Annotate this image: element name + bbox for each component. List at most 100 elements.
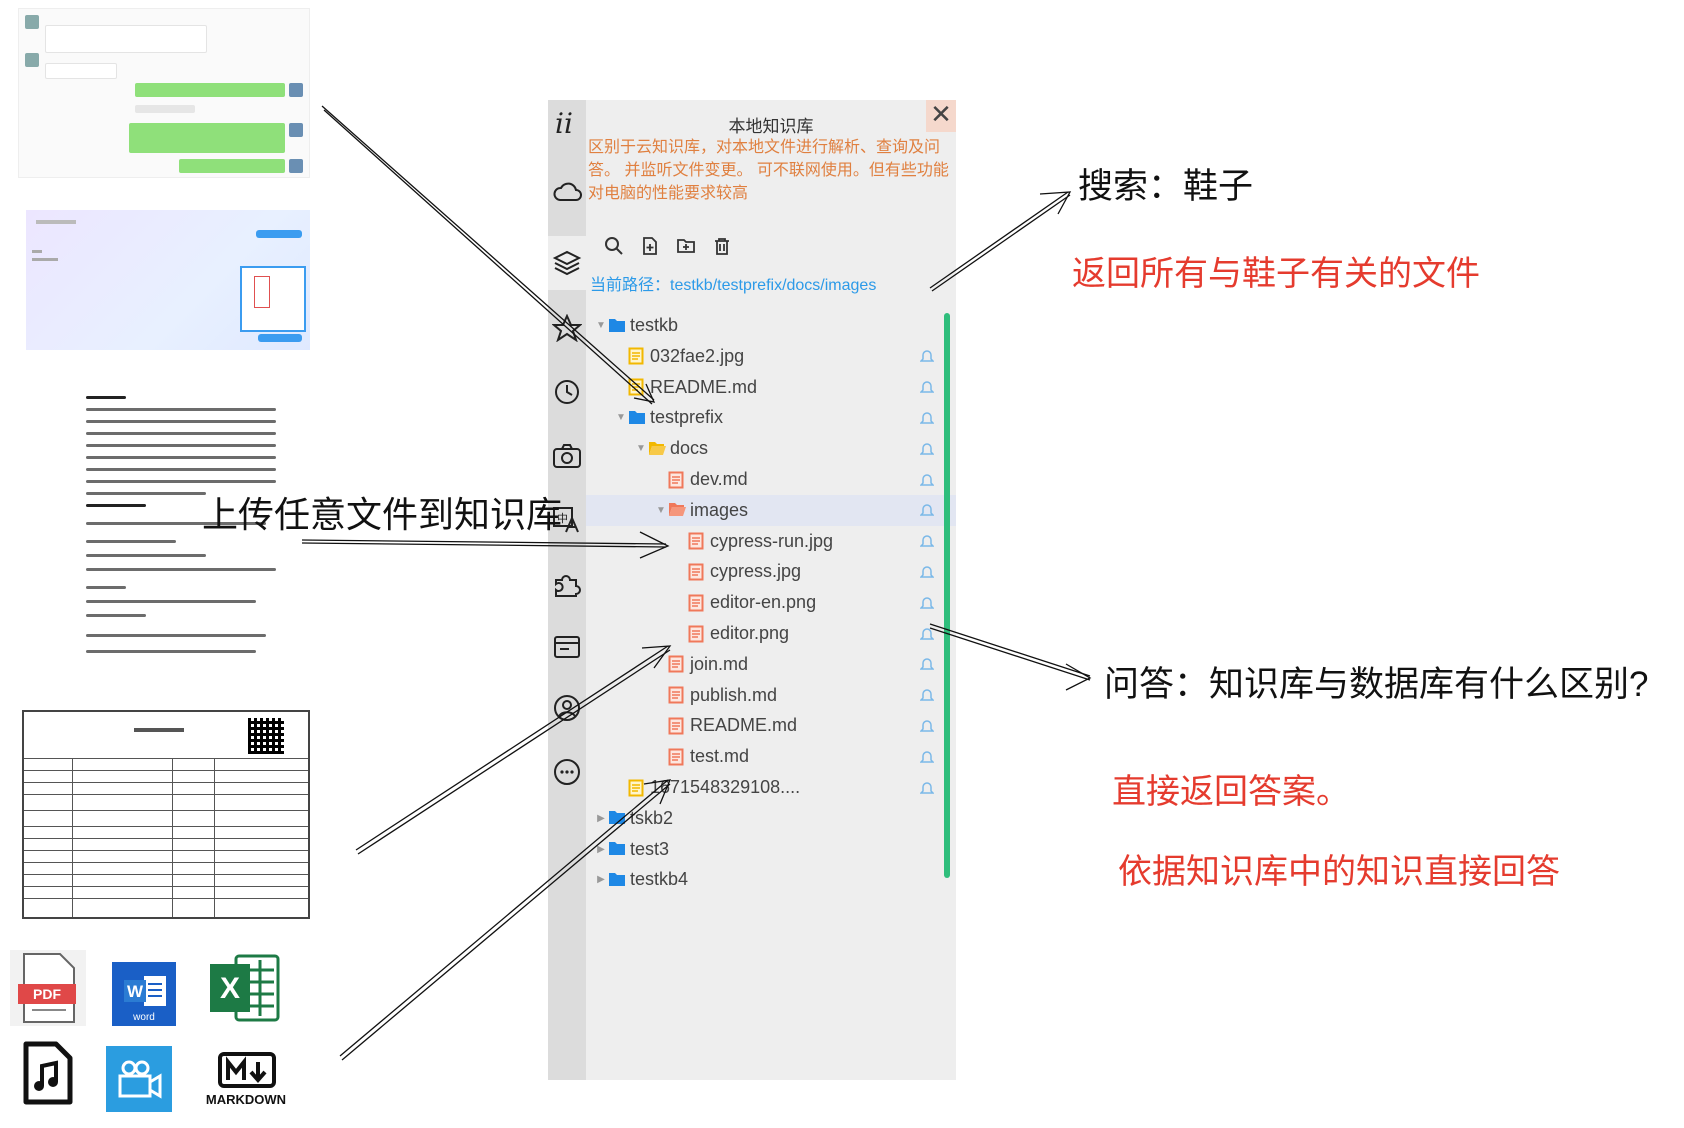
watch-bell-icon[interactable] [919, 564, 935, 580]
caret-right-icon[interactable]: ▶ [597, 812, 605, 824]
more-icon[interactable] [548, 752, 586, 792]
cloud-icon[interactable] [548, 172, 586, 212]
logo-icon[interactable]: ii [548, 104, 586, 144]
tree-node-label: README.md [690, 715, 798, 736]
tree-node-label: docs [670, 438, 709, 459]
file-icon [628, 779, 646, 797]
caret-right-icon[interactable]: ▶ [597, 874, 605, 886]
caret-down-icon[interactable]: ▼ [636, 443, 646, 455]
folder-open-icon [668, 501, 686, 519]
tree-node-label: cypress.jpg [710, 561, 802, 582]
clock-icon[interactable] [548, 372, 586, 412]
tree-node[interactable]: ▼ images [586, 494, 956, 526]
excel-label: X [220, 972, 240, 1005]
file-icon [668, 717, 686, 735]
video-file-icon [106, 1046, 172, 1112]
markdown-label: MARKDOWN [206, 1092, 286, 1107]
tree-node[interactable]: 032fae2.jpg [586, 341, 956, 372]
panel-title: 本地知识库 [728, 117, 814, 136]
tree-node[interactable]: editor.png [586, 618, 956, 649]
delete-icon[interactable] [710, 234, 734, 258]
watch-bell-icon[interactable] [919, 687, 935, 703]
tree-node[interactable]: join.md [586, 649, 956, 680]
watch-bell-icon[interactable] [919, 595, 935, 611]
tree-node-label: 1671548329108.... [650, 777, 801, 797]
new-folder-icon[interactable] [674, 234, 698, 258]
svg-text:W: W [127, 982, 144, 1001]
camera-icon[interactable] [548, 436, 586, 476]
watch-bell-icon[interactable] [919, 348, 935, 364]
exam-paper-thumbnail [70, 388, 292, 670]
svg-text:ii: ii [555, 109, 573, 139]
watch-bell-icon[interactable] [919, 472, 935, 488]
side-rail: ii 中 [548, 100, 586, 1080]
watch-bell-icon[interactable] [919, 626, 935, 642]
chat-screenshot-thumbnail [18, 8, 310, 178]
star-icon[interactable] [548, 308, 586, 348]
pdf-file-icon: PDF [10, 950, 86, 1026]
tree-node[interactable]: ▶test3 [586, 834, 956, 865]
tree-node[interactable]: ▼ docs [586, 433, 956, 464]
tree-node[interactable]: dev.md [586, 464, 956, 495]
caret-down-icon[interactable]: ▼ [596, 320, 606, 331]
tree-node[interactable]: README.md [586, 710, 956, 741]
tree-node-label: README.md [650, 376, 758, 397]
watch-bell-icon[interactable] [919, 718, 935, 734]
caret-down-icon[interactable]: ▼ [656, 504, 666, 516]
path-value[interactable]: testkb/testprefix/docs/images [670, 277, 877, 294]
app-screenshot-thumbnail [26, 210, 310, 350]
tree-node-label: publish.md [690, 684, 778, 705]
file-icon [668, 655, 686, 673]
tree-node[interactable]: cypress.jpg [586, 556, 956, 587]
tree-node[interactable]: publish.md [586, 680, 956, 711]
knowledge-base-icon[interactable] [548, 236, 586, 290]
tree-node-label: testkb [630, 315, 679, 335]
folder-card-icon[interactable] [548, 626, 586, 666]
tree-node-label: dev.md [690, 469, 748, 489]
form-document-thumbnail [22, 710, 310, 919]
markdown-file-icon: MARKDOWN [196, 1050, 292, 1110]
translate-icon[interactable]: 中 [548, 500, 586, 540]
caret-down-icon[interactable]: ▼ [616, 412, 626, 424]
tree-node[interactable]: 1671548329108.... [586, 772, 956, 803]
tree-node-label: images [690, 499, 749, 520]
folder-icon [608, 871, 626, 889]
scrollbar[interactable] [944, 313, 950, 878]
tree-node[interactable]: editor-en.png [586, 587, 956, 618]
file-icon [628, 378, 646, 396]
tree-node[interactable]: test.md [586, 741, 956, 772]
folder-icon [608, 809, 626, 827]
file-icon [668, 748, 686, 766]
watch-bell-icon[interactable] [919, 780, 935, 796]
watch-bell-icon[interactable] [919, 410, 935, 426]
tree-node[interactable]: ▶testkb4 [586, 864, 956, 895]
qa-annotation: 问答：知识库与数据库有什么区别? [1104, 665, 1649, 704]
knowledge-base-panel: ii 中 本地知识库 [548, 100, 956, 1080]
watch-bell-icon[interactable] [919, 502, 935, 518]
qa-result-annotation-1: 直接返回答案。 [1112, 773, 1350, 811]
tree-node[interactable]: README.md [586, 372, 956, 403]
folder-icon [608, 317, 626, 335]
tree-node-label: tskb2 [630, 807, 674, 828]
tree-node[interactable]: ▼testprefix [586, 402, 956, 433]
search-icon[interactable] [602, 234, 626, 258]
close-button[interactable]: ✕ [926, 100, 956, 132]
new-file-icon[interactable] [638, 234, 662, 258]
excel-file-icon: X [206, 952, 282, 1024]
watch-bell-icon[interactable] [919, 533, 935, 549]
folder-icon [608, 840, 626, 858]
watch-bell-icon[interactable] [919, 749, 935, 765]
tree-node[interactable]: ▶ tskb2 [586, 803, 956, 834]
search-result-annotation: 返回所有与鞋子有关的文件 [1072, 255, 1480, 293]
caret-right-icon[interactable]: ▶ [597, 843, 605, 855]
file-icon [688, 532, 706, 550]
watch-bell-icon[interactable] [919, 441, 935, 457]
file-icon [688, 594, 706, 612]
plugin-icon[interactable] [548, 564, 586, 604]
watch-bell-icon[interactable] [919, 379, 935, 395]
watch-bell-icon[interactable] [919, 656, 935, 672]
word-file-icon: W word [112, 962, 176, 1026]
tree-node[interactable]: ▼ testkb [586, 310, 956, 341]
tree-node[interactable]: cypress-run.jpg [586, 526, 956, 557]
